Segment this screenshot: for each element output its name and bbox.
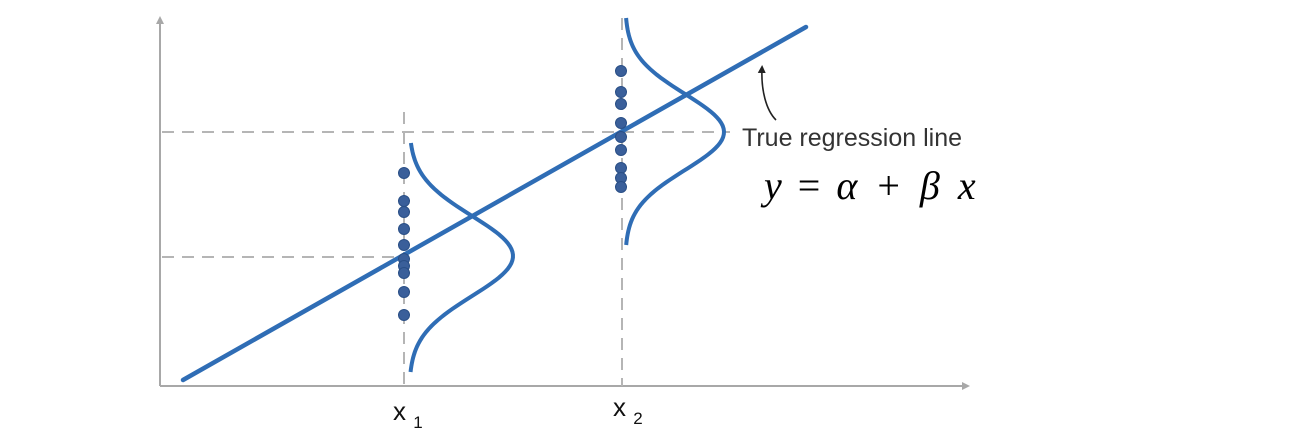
guide-lines (162, 18, 730, 386)
x-tick-label-sub: 2 (633, 409, 642, 428)
equation-plus: + (877, 163, 900, 208)
x-tick-label-x2: x 2 (613, 392, 643, 428)
x-tick-label-base: x (613, 392, 626, 422)
data-points-x1 (398, 167, 410, 321)
data-point (615, 162, 627, 174)
distribution-curve-x2 (624, 17, 726, 246)
x-tick-label-base: x (393, 396, 406, 426)
axes (156, 16, 970, 390)
equation-beta: β (919, 163, 940, 208)
data-point (398, 309, 410, 321)
data-point (615, 144, 627, 156)
data-point (398, 286, 410, 298)
annotation-label: True regression line (742, 124, 962, 152)
distribution-curves (408, 17, 726, 373)
data-point (615, 65, 627, 77)
data-point (615, 117, 627, 129)
annotation-arrow (757, 65, 777, 121)
equation-x: x (957, 163, 976, 208)
data-point (615, 86, 627, 98)
data-point (398, 206, 410, 218)
data-point (615, 181, 627, 193)
distribution-curve-x1 (408, 142, 515, 373)
data-point (398, 239, 410, 251)
x-tick-label-x1: x 1 (393, 396, 423, 432)
regression-line (180, 24, 809, 383)
equation-equals: = (798, 163, 821, 208)
data-point (398, 195, 410, 207)
data-point (615, 98, 627, 110)
x-tick-label-sub: 1 (413, 413, 422, 432)
data-points-x2 (615, 65, 627, 193)
equation-alpha: α (836, 163, 858, 208)
regression-equation: y = α + β x (760, 163, 976, 208)
equation-y: y (760, 163, 782, 208)
data-point (398, 267, 410, 279)
data-point (398, 223, 410, 235)
data-point (615, 131, 627, 143)
data-point (398, 167, 410, 179)
